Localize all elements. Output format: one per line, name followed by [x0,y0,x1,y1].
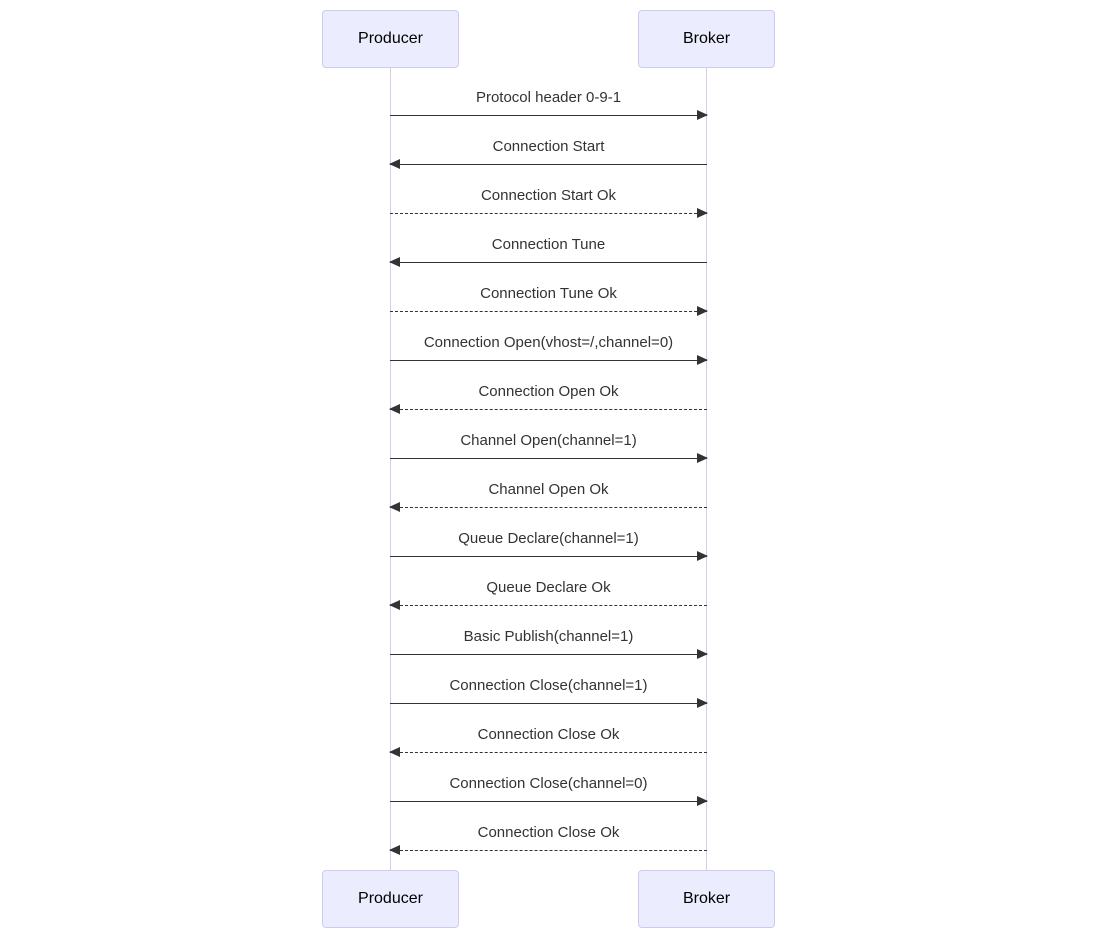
message-label: Channel Open(channel=1) [460,432,637,449]
message-arrow-line [390,208,708,219]
arrowhead-icon [697,208,708,219]
message-arrow-line [390,453,708,464]
arrowhead-icon [697,698,708,709]
actor-broker-bottom: Broker [638,870,775,928]
message-label: Channel Open Ok [488,481,609,498]
message-arrow-line [390,698,708,709]
message-label: Connection Open Ok [478,383,619,400]
arrowhead-icon [697,355,708,366]
message-arrow-line [389,257,707,268]
actor-producer-bottom-label: Producer [358,890,423,907]
message-arrow-line [390,306,708,317]
message-arrow-line [389,747,707,758]
message-row: Connection Tune Ok [390,284,708,317]
arrowhead-icon [389,257,400,268]
message-row: Connection Close Ok [389,725,707,758]
message-label: Connection Tune [491,236,606,253]
message-row: Connection Close Ok [389,823,707,856]
message-row: Protocol header 0-9-1 [390,88,708,121]
message-row: Queue Declare(channel=1) [390,529,708,562]
message-arrow-line [389,600,707,611]
message-arrow-line [389,845,707,856]
message-row: Connection Close(channel=0) [390,774,708,807]
message-row: Channel Open(channel=1) [390,431,708,464]
message-row: Connection Start [389,137,707,170]
arrowhead-icon [697,649,708,660]
arrowhead-icon [389,502,400,513]
message-row: Queue Declare Ok [389,578,707,611]
message-label: Connection Tune Ok [480,285,617,302]
message-row: Connection Open(vhost=/,channel=0) [390,333,708,366]
message-row: Channel Open Ok [389,480,707,513]
message-label: Connection Close(channel=0) [449,775,648,792]
message-arrow-line [390,355,708,366]
message-row: Connection Open Ok [389,382,707,415]
arrowhead-icon [389,600,400,611]
message-row: Connection Close(channel=1) [390,676,708,709]
messages-layer: Protocol header 0-9-1 Connection Start C… [389,88,708,868]
actor-broker-bottom-label: Broker [682,890,731,907]
arrowhead-icon [697,796,708,807]
lifeline-broker [706,67,707,871]
message-label: Protocol header 0-9-1 [475,89,622,106]
actor-producer-top: Producer [322,10,459,68]
message-row: Connection Tune [389,235,707,268]
message-label: Queue Declare(channel=1) [458,530,639,547]
arrowhead-icon [389,159,400,170]
message-label: Connection Start [492,138,605,155]
message-arrow-line [390,796,708,807]
message-arrow-line [390,551,708,562]
message-arrow-line [390,649,708,660]
message-arrow-line [390,110,708,121]
message-label: Basic Publish(channel=1) [463,628,634,645]
arrowhead-icon [389,404,400,415]
message-arrow-line [389,404,707,415]
message-label: Queue Declare Ok [486,579,611,596]
message-label: Connection Close(channel=1) [449,677,648,694]
arrowhead-icon [697,110,708,121]
arrowhead-icon [697,551,708,562]
actor-broker-top: Broker [638,10,775,68]
message-arrow-line [389,502,707,513]
message-row: Connection Start Ok [390,186,708,219]
arrowhead-icon [389,845,400,856]
message-label: Connection Open(vhost=/,channel=0) [423,334,674,351]
actor-producer-bottom: Producer [322,870,459,928]
actor-broker-top-label: Broker [682,30,731,47]
arrowhead-icon [389,747,400,758]
arrowhead-icon [697,306,708,317]
lifeline-producer [390,67,391,871]
arrowhead-icon [697,453,708,464]
message-arrow-line [389,159,707,170]
message-label: Connection Close Ok [477,726,620,743]
actor-producer-top-label: Producer [358,30,423,47]
message-label: Connection Close Ok [477,824,620,841]
message-label: Connection Start Ok [480,187,617,204]
message-row: Basic Publish(channel=1) [390,627,708,660]
